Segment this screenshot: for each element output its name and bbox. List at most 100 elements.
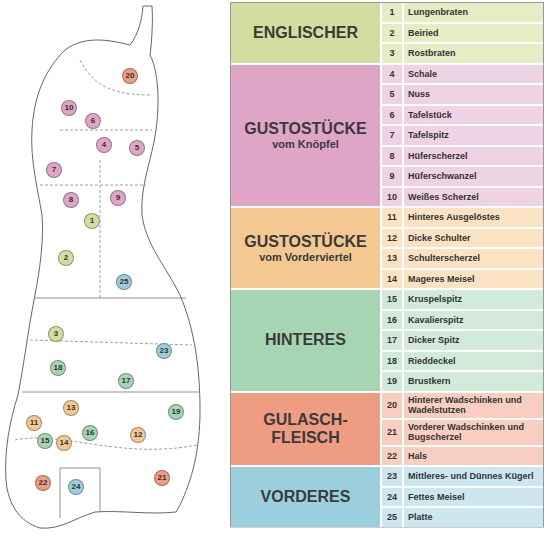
- label-text: 2: [389, 28, 394, 38]
- name-cell: Brustkern: [404, 372, 543, 391]
- label-text: Hinteres Ausgelöstes: [408, 212, 500, 222]
- label-text: 6: [389, 110, 394, 120]
- label-text: 25: [387, 512, 397, 522]
- cut-row: 11 Hinteres Ausgelöstes: [382, 208, 543, 227]
- label-text: 5: [389, 89, 394, 99]
- cut-row: 8 Hüferscherzel: [382, 147, 543, 166]
- callout-circle: 22: [35, 475, 51, 491]
- cut-row: 25Platte: [382, 508, 543, 527]
- cut-row: 7 Tafelspitz: [382, 126, 543, 145]
- label-text: Kavalierspitz: [408, 315, 464, 325]
- name-cell: Tafelstück: [404, 106, 543, 125]
- name-cell: Weißes Scherzel: [404, 188, 543, 207]
- number-cell: 7: [382, 126, 402, 145]
- name-cell: Rostbraten: [404, 44, 543, 63]
- number-cell: 14: [382, 270, 402, 289]
- cut-row: 1Lungenbraten: [382, 3, 543, 22]
- name-cell: Dicker Spitz: [404, 331, 543, 350]
- number-cell: 4: [382, 65, 402, 84]
- cut-row: 9Hüferschwanzel: [382, 167, 543, 186]
- cut-row: 12Dicke Schulter: [382, 229, 543, 248]
- label-text: 14: [60, 439, 69, 447]
- label-text: 17: [122, 377, 131, 385]
- label-text: Hinterer Wadschinken und Wadelstutzen: [408, 395, 539, 415]
- label-text: 7: [389, 130, 394, 140]
- label-text: Hüferscherzel: [408, 151, 468, 161]
- label-text: 22: [39, 479, 48, 487]
- number-cell: 20: [382, 393, 402, 418]
- callout-circle: 25: [116, 274, 132, 290]
- name-cell: Dicke Schulter: [404, 229, 543, 248]
- number-cell: 17: [382, 331, 402, 350]
- label-text: 18: [54, 364, 63, 372]
- label-text: 1: [90, 217, 94, 225]
- label-text: 9: [116, 194, 120, 202]
- label-text: Brustkern: [408, 376, 451, 386]
- cut-row: 6 Tafelstück: [382, 106, 543, 125]
- label-text: 15: [387, 294, 397, 304]
- cut-row: 23 Mittleres- und Dünnes Kügerl: [382, 467, 543, 486]
- cut-row: 13Schulterscherzel: [382, 249, 543, 268]
- label-text: Kruspelspitz: [408, 294, 462, 304]
- label-text: 12: [134, 431, 143, 439]
- callout-circle: 11: [26, 415, 42, 431]
- group-band: GULASCH- FLEISCH 20 Hinterer Wadschinken u…: [231, 393, 543, 466]
- name-cell: Mittleres- und Dünnes Kügerl: [404, 467, 543, 486]
- label-text: 23: [387, 471, 397, 481]
- name-cell: Mageres Meisel: [404, 270, 543, 289]
- cut-row: 3Rostbraten: [382, 44, 543, 63]
- label-text: 1: [389, 7, 394, 17]
- label-text: Tafelspitz: [408, 130, 449, 140]
- number-cell: 2: [382, 24, 402, 43]
- cut-row: 24 Fettes Meisel: [382, 488, 543, 507]
- label-text: 13: [387, 253, 397, 263]
- label-text: 24: [387, 492, 397, 502]
- number-cell: 11: [382, 208, 402, 227]
- label-text: 24: [72, 483, 81, 491]
- callout-circle: 9: [110, 190, 126, 206]
- group-heading: GUSTOSTÜCKEvom Knöpfel: [231, 65, 380, 207]
- label-text: Tafelstück: [408, 110, 452, 120]
- label-text: Dicke Schulter: [408, 233, 471, 243]
- label-text: 19: [387, 376, 397, 386]
- callout-circle: 14: [56, 435, 72, 451]
- cut-lines: [15, 60, 197, 449]
- group-band: GUSTOSTÜCKEvom Vorderviertel 11 Hinteres A…: [231, 208, 543, 288]
- number-cell: 6: [382, 106, 402, 125]
- number-cell: 19: [382, 372, 402, 391]
- number-cell: 18: [382, 352, 402, 371]
- callout-circle: 10: [61, 100, 77, 116]
- cut-lines-solid: [22, 298, 199, 518]
- label-text: 19: [172, 408, 181, 416]
- label-text: 17: [387, 335, 397, 345]
- number-cell: 8: [382, 147, 402, 166]
- label-text: 13: [67, 404, 76, 412]
- label-text: GUSTOSTÜCKE: [244, 233, 366, 251]
- callout-circle: 20: [122, 68, 138, 84]
- label-text: 23: [160, 347, 169, 355]
- label-text: 21: [158, 474, 167, 482]
- group-band: GUSTOSTÜCKEvom Knöpfel4Schale5Nuss6Tafel…: [231, 65, 543, 207]
- cut-row: 20 Hinterer Wadschinken und Wadelstutzen: [382, 393, 543, 418]
- label-text: 15: [41, 437, 50, 445]
- callout-circle: 19: [168, 404, 184, 420]
- group-band: HINTERES15Kruspelspitz16Kavalierspitz17D…: [231, 290, 543, 391]
- carcass-outline: [6, 6, 200, 528]
- label-text: 4: [102, 141, 106, 149]
- label-text: Hüferschwanzel: [408, 171, 477, 181]
- label-text: vom Vorderviertel: [259, 251, 352, 264]
- group-heading: ENGLISCHER: [231, 3, 380, 63]
- label-text: Mittleres- und Dünnes Kügerl: [408, 471, 534, 481]
- label-text: GULASCH- FLEISCH: [239, 411, 372, 447]
- label-text: 10: [387, 192, 397, 202]
- cut-row: 5 Nuss: [382, 85, 543, 104]
- callout-circle: 24: [68, 479, 84, 495]
- label-text: Fettes Meisel: [408, 492, 465, 502]
- name-cell: Nuss: [404, 85, 543, 104]
- callout-circle: 13: [63, 400, 79, 416]
- name-cell: Tafelspitz: [404, 126, 543, 145]
- label-text: 21: [387, 427, 397, 437]
- cut-row: 2Beiried: [382, 24, 543, 43]
- group-heading: HINTERES: [231, 290, 380, 391]
- group-heading: VORDERES: [231, 467, 380, 527]
